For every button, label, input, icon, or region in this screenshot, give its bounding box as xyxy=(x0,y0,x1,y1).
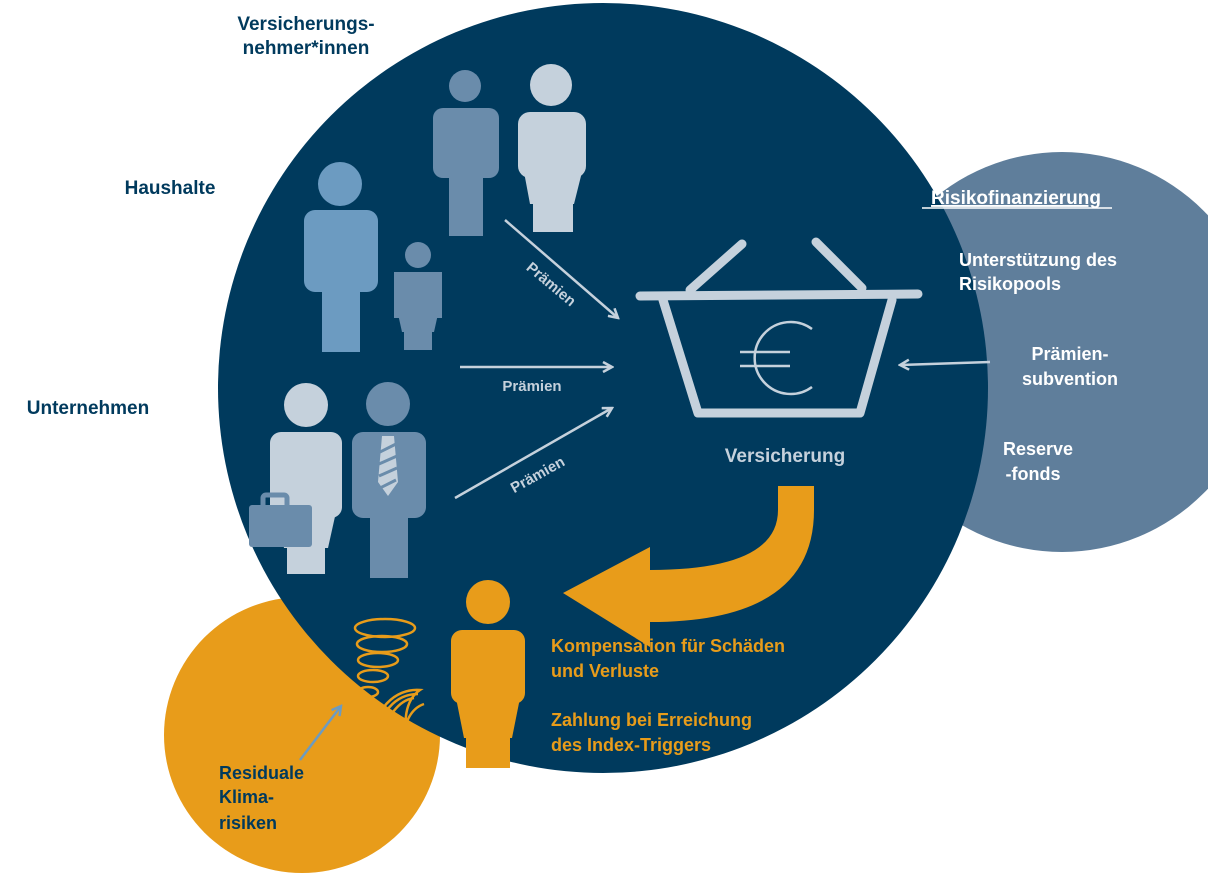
subsidy-label-line1: Prämien- xyxy=(1031,344,1108,364)
basket-icon xyxy=(635,237,923,418)
subsidy-arrow xyxy=(900,362,991,365)
main-insurance-circle xyxy=(218,3,988,773)
compensation-label-line1: Kompensation für Schäden xyxy=(551,636,785,656)
household-adult-icon xyxy=(304,162,378,352)
risk-financing-title: Risikofinanzierung xyxy=(931,188,1101,209)
index-label-line1: Zahlung bei Erreichung xyxy=(551,710,752,730)
policyholders-label-line2: nehmer*innen xyxy=(243,38,370,59)
briefcase-icon xyxy=(249,492,312,547)
household-child-icon xyxy=(394,242,442,350)
premium-arrow-1 xyxy=(504,219,618,318)
policyholder-man-icon xyxy=(433,70,499,236)
residual-label-line1: Residuale xyxy=(219,763,304,783)
policyholder-woman-icon xyxy=(518,64,586,232)
reserve-label-line2: -fonds xyxy=(1006,464,1061,484)
necktie-icon xyxy=(378,436,398,496)
euro-icon xyxy=(740,320,813,396)
support-label-line1: Unterstützung des xyxy=(959,250,1117,270)
compensation-label-line2: und Verluste xyxy=(551,661,659,681)
payout-arrow xyxy=(563,486,814,647)
reserve-label-line1: Reserve xyxy=(1003,439,1073,459)
subsidy-label-line2: subvention xyxy=(1022,369,1118,389)
premium-label-2: Prämien xyxy=(502,378,561,395)
insurance-label: Versicherung xyxy=(725,446,845,467)
support-label-line2: Risikopools xyxy=(959,274,1061,294)
residual-risk-arrow xyxy=(299,706,341,761)
wave-icon xyxy=(370,688,435,747)
residual-label-line2: Klima- xyxy=(219,787,274,807)
tornado-icon xyxy=(353,617,417,729)
index-label-line2: des Index-Triggers xyxy=(551,735,711,755)
companies-label: Unternehmen xyxy=(27,398,149,419)
residual-label-line3: risiken xyxy=(219,813,277,833)
premium-arrow-3 xyxy=(454,408,612,500)
households-label: Haushalte xyxy=(125,178,216,199)
beneficiary-icon xyxy=(451,580,525,768)
policyholders-label-line1: Versicherungs- xyxy=(237,14,374,35)
